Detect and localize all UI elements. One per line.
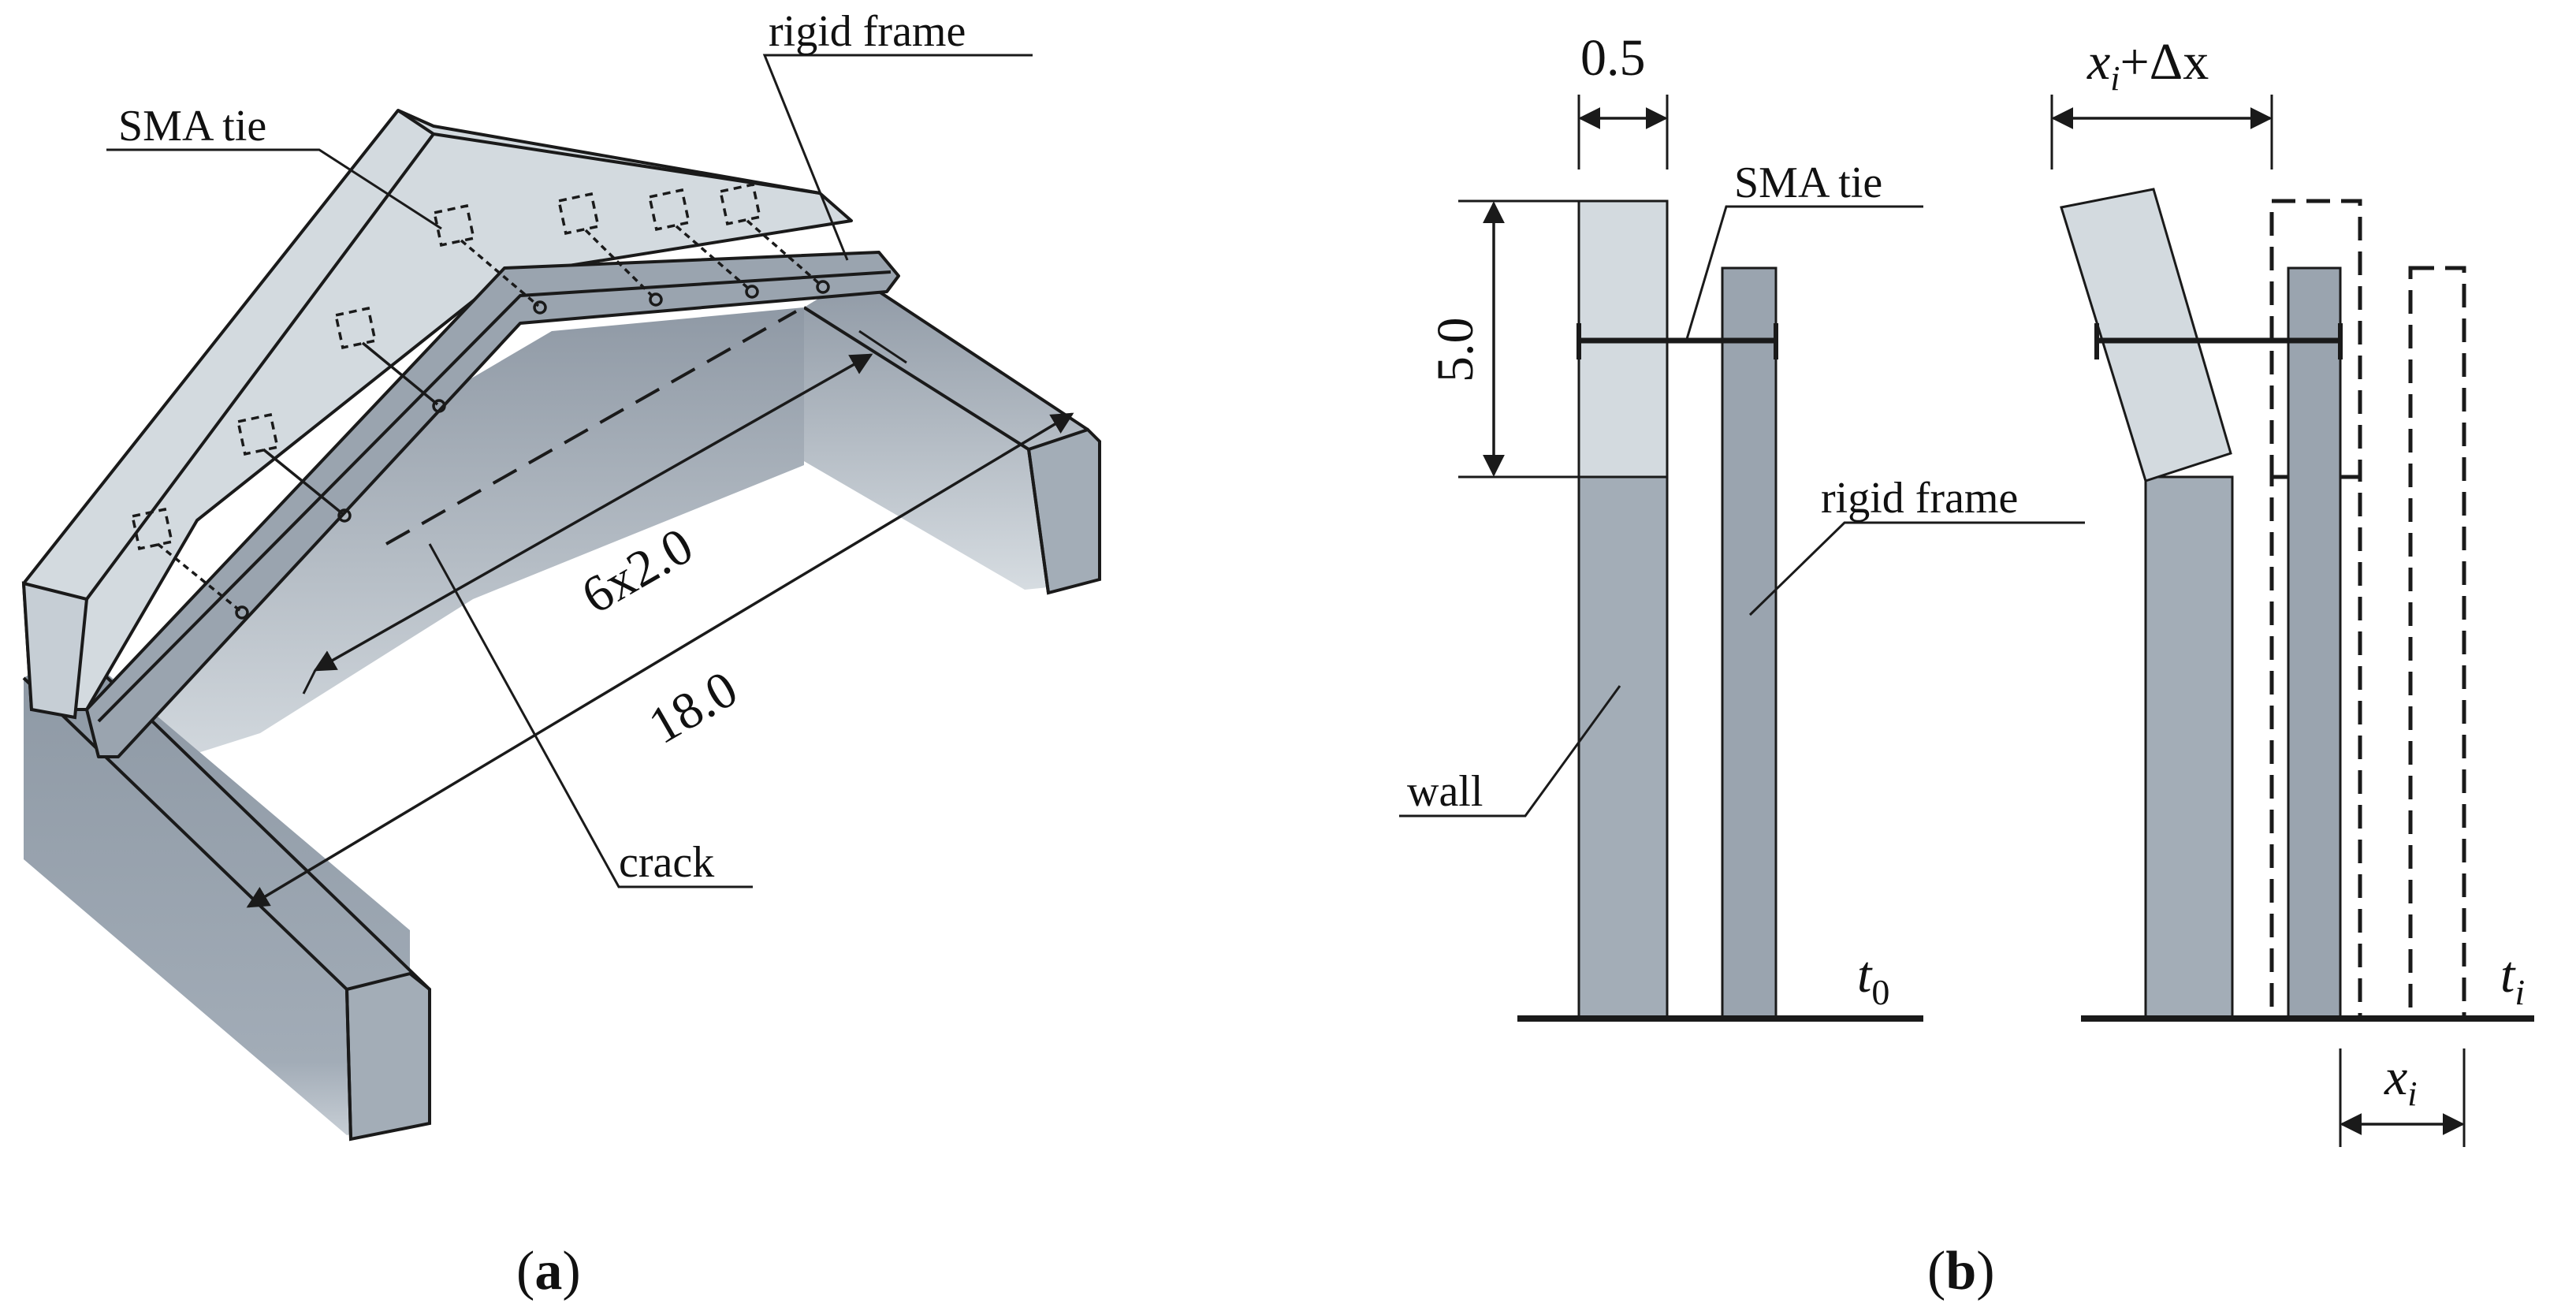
dim-height: 5.0 xyxy=(1427,318,1484,383)
gable-wall-front-edge xyxy=(21,581,89,720)
caption-b: (b) xyxy=(1927,1241,1995,1302)
time-label-t0: t0 xyxy=(1857,946,1889,1012)
wall-lower-ti xyxy=(2144,475,2234,1019)
caption-a: (a) xyxy=(516,1241,581,1302)
time-label-ti: ti xyxy=(2500,946,2525,1012)
rigid-frame-bar xyxy=(85,251,900,758)
dim-total-disp: xi+Δx xyxy=(2086,33,2209,98)
label-rigid-frame-a: rigid frame xyxy=(769,7,966,56)
dim-frame-disp: xi xyxy=(2384,1048,2418,1113)
dim-length: 18.0 xyxy=(639,660,747,755)
rigid-frame-ti xyxy=(2287,266,2342,1019)
wall-upper-ti-rotated xyxy=(2060,188,2232,482)
ghost-rigid-frame xyxy=(2408,266,2466,1020)
label-sma-tie-b: SMA tie xyxy=(1734,158,1882,207)
panel-b: 0.5 5.0 SMA tie rigid frame wall t0 xyxy=(1399,29,2534,1302)
panel-a: 6x2.0 18.0 SMA tie rigid frame crack (a) xyxy=(21,7,1101,1302)
label-wall: wall xyxy=(1407,767,1483,816)
left-wall-side xyxy=(24,646,410,1135)
left-wall-front xyxy=(344,971,431,1142)
label-crack: crack xyxy=(619,838,714,887)
label-sma-tie-a: SMA tie xyxy=(118,102,266,151)
label-rigid-frame-b: rigid frame xyxy=(1821,474,2018,523)
rigid-frame-t0 xyxy=(1721,266,1778,1019)
dim-line-length xyxy=(246,412,1074,908)
wall-lower-t0 xyxy=(1577,475,1669,1019)
dim-thickness: 0.5 xyxy=(1580,29,1646,87)
